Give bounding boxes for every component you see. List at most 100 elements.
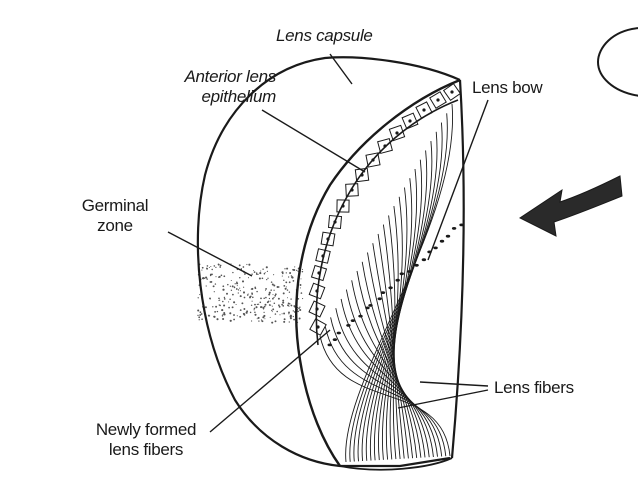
stipple-dot (281, 313, 283, 315)
stipple-dot (212, 285, 215, 288)
stipple-dot (213, 291, 215, 293)
stipple-dot (268, 293, 271, 296)
stipple-dot (299, 306, 301, 308)
stipple-dot (251, 292, 253, 294)
bottom-rim (339, 457, 453, 471)
cell-nucleus (436, 98, 440, 102)
stipple-dot (281, 275, 283, 277)
stipple-dot (222, 317, 225, 321)
lens-fiber (361, 261, 418, 458)
stipple-dot (209, 297, 211, 300)
lens-fiber (388, 215, 397, 460)
stipple-dot (243, 308, 246, 310)
stipple-dot (243, 296, 246, 299)
cell-nucleus (408, 119, 412, 123)
arrow-icon (519, 175, 623, 237)
stipple-dot (245, 311, 248, 314)
stipple-dot (253, 309, 255, 311)
stipple-dot (243, 314, 246, 316)
stipple-dot (263, 297, 265, 299)
stipple-dot (253, 307, 256, 310)
stipple-dot (300, 292, 303, 294)
stipple-dot (288, 321, 290, 323)
stipple-dot (239, 276, 241, 279)
stipple-dot (278, 305, 281, 308)
stipple-dot (206, 265, 209, 267)
stipple-dot (272, 297, 274, 300)
stipple-dot (222, 288, 225, 291)
stipple-dot (256, 318, 258, 320)
stipple-dot (228, 306, 230, 309)
stipple-dot (254, 303, 256, 306)
stipple-dot (242, 266, 245, 268)
stipple-dot (290, 275, 293, 277)
lens-fiber (377, 233, 405, 459)
stipple-dot (260, 319, 263, 321)
stipple-dot (229, 319, 232, 322)
stipple-dot (271, 311, 273, 313)
stipple-dot (237, 292, 239, 294)
stipple-dot (218, 264, 220, 266)
stipple-dot (282, 301, 285, 304)
stipple-dot (250, 304, 253, 307)
stipple-dot (242, 291, 246, 294)
stipple-dot (288, 291, 291, 293)
leader-lens-fibers-1 (419, 381, 489, 387)
stipple-dot (293, 318, 296, 321)
stipple-dot (265, 288, 267, 290)
stipple-dot (260, 306, 263, 309)
stipple-dot (293, 269, 296, 271)
cell-nucleus (371, 158, 375, 162)
stipple-dot (257, 273, 259, 276)
cell-nucleus (341, 204, 345, 208)
stipple-dot (236, 281, 238, 283)
stipple-dot (289, 314, 292, 317)
stipple-dot (267, 277, 269, 279)
epithelial-cell (442, 82, 462, 102)
stipple-dot (238, 264, 241, 267)
cell-nucleus (383, 144, 387, 148)
stipple-dot (254, 287, 257, 290)
stipple-dot (229, 298, 231, 301)
stipple-dot (198, 319, 200, 321)
stipple-dot (272, 294, 274, 296)
stipple-dot (246, 263, 248, 266)
stipple-dot (235, 288, 238, 290)
stipple-dot (282, 292, 285, 295)
stipple-dot (228, 301, 230, 303)
lens-fiber-strands (319, 103, 453, 463)
stipple-dot (284, 268, 286, 270)
cell-nucleus (350, 188, 354, 192)
bow-nucleus (336, 331, 341, 335)
stipple-dot (212, 306, 214, 308)
stipple-dot (301, 268, 304, 270)
stipple-dot (278, 304, 280, 307)
bow-nucleus (451, 227, 457, 230)
stipple-dot (246, 294, 249, 296)
leader-newly-formed (209, 329, 331, 433)
stipple-dot (252, 296, 254, 299)
bow-nucleus (395, 278, 400, 282)
stipple-dot (274, 294, 277, 297)
stipple-dot (201, 269, 203, 271)
stipple-dot (291, 276, 293, 279)
stipple-dot (251, 320, 253, 322)
lens-fiber (356, 270, 422, 458)
stipple-dot (269, 316, 271, 318)
stipple-dot (289, 317, 292, 320)
stipple-dot (287, 302, 290, 305)
stipple-dot (208, 266, 210, 269)
stipple-dot (298, 307, 300, 310)
cut-surface-outline (295, 78, 461, 467)
stipple-dot (213, 265, 216, 267)
stipple-dot (297, 310, 299, 313)
bow-nucleus (332, 338, 338, 341)
stipple-dot (299, 284, 302, 286)
stipple-dot (271, 283, 274, 286)
cell-nucleus (360, 173, 364, 177)
stipple-dot (288, 311, 290, 314)
stipple-dot (287, 276, 290, 278)
epithelial-cell (345, 183, 359, 197)
stipple-dot (231, 306, 234, 309)
